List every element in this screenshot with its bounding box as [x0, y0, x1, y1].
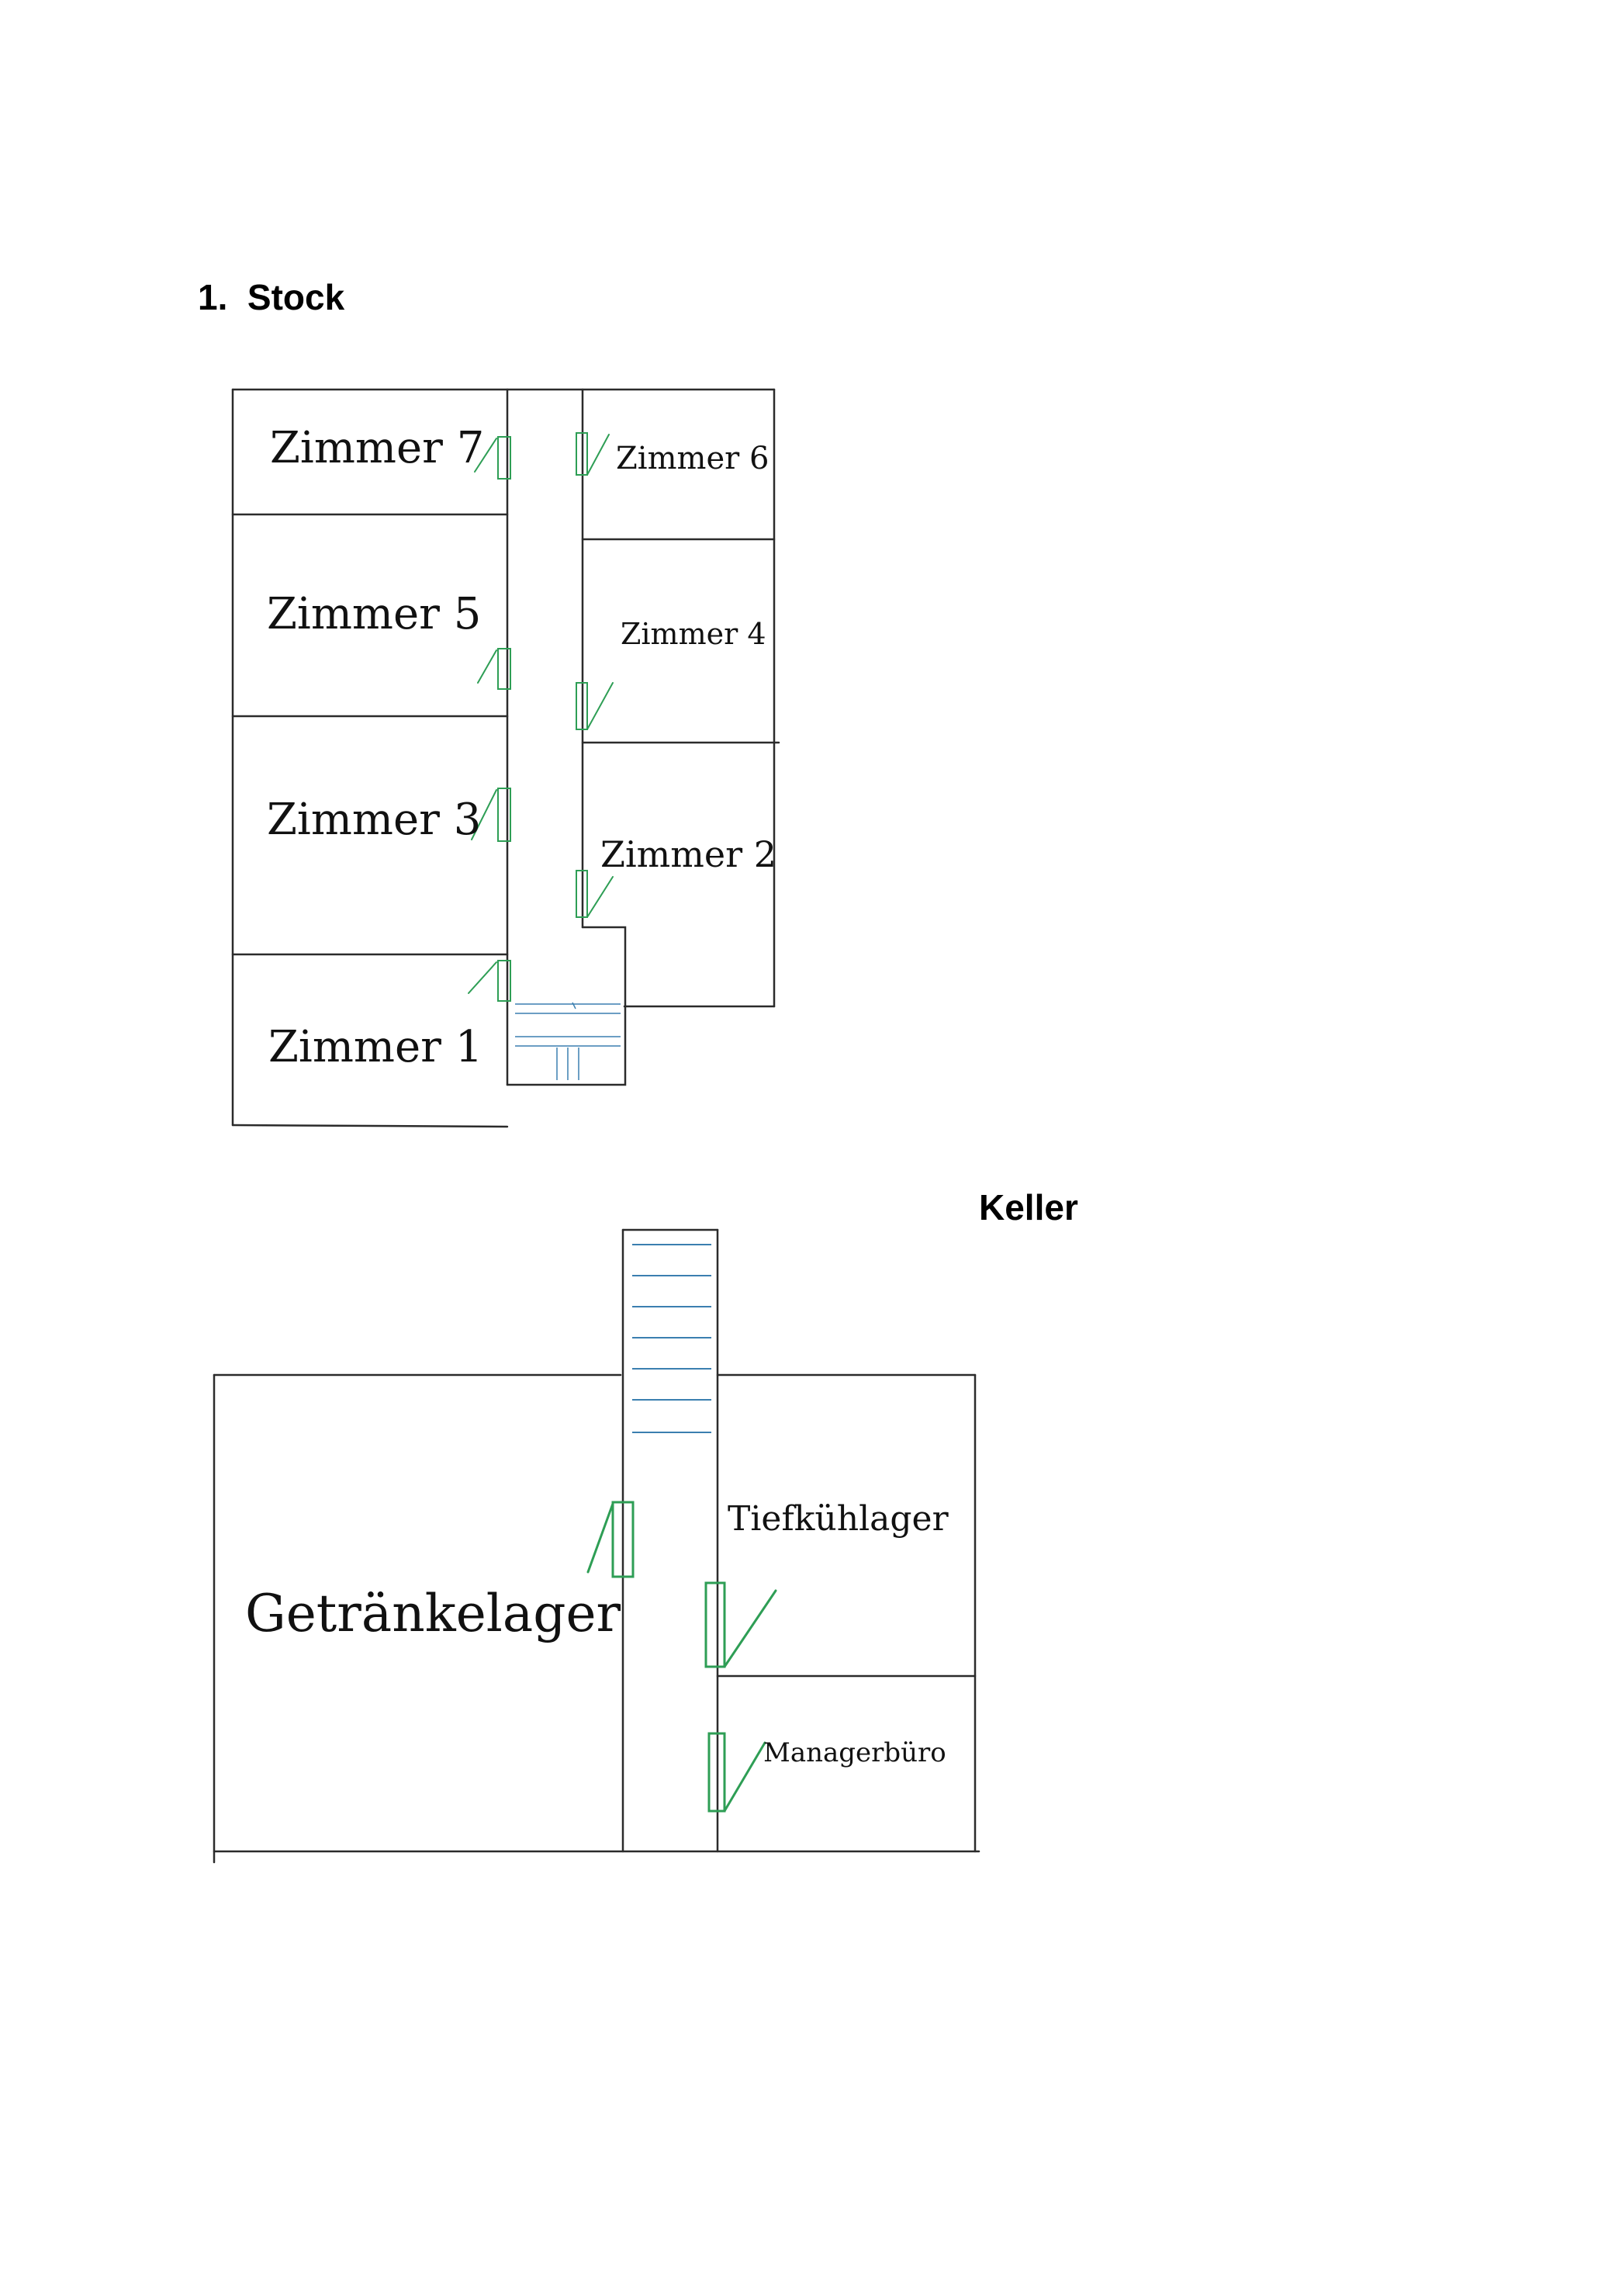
wall	[506, 926, 627, 1086]
door-icon	[704, 1581, 777, 1668]
upper-stair-icon	[515, 1002, 621, 1080]
basement-doors	[586, 1501, 777, 1813]
room-label-zimmer6: Zimmer 6	[616, 441, 769, 476]
room-label-zimmer3: Zimmer 3	[267, 795, 481, 845]
room-label-tiefkuehlager: Tiefkühlager	[728, 1499, 949, 1539]
door-icon	[471, 788, 511, 842]
room-label-zimmer5: Zimmer 5	[267, 589, 481, 639]
basement-room-labels: Getränkelager Tiefkühlager Managerbüro	[245, 1499, 949, 1768]
heading-upper-floor: 1. Stock	[198, 277, 345, 317]
basement-plan	[213, 1228, 980, 1864]
upper-room-labels: Zimmer 7 Zimmer 6 Zimmer 5 Zimmer 4 Zimm…	[267, 423, 776, 1072]
room-label-zimmer4: Zimmer 4	[621, 617, 766, 651]
door-icon	[576, 432, 610, 476]
door-icon	[576, 870, 614, 918]
door-icon	[586, 1501, 635, 1578]
heading-basement: Keller	[979, 1187, 1078, 1228]
room-label-managerbuero: Managerbüro	[763, 1737, 946, 1768]
upper-doors	[468, 432, 614, 1002]
room-label-zimmer2: Zimmer 2	[600, 833, 776, 875]
door-icon	[576, 682, 614, 730]
door-icon	[474, 436, 511, 480]
door-icon	[707, 1732, 766, 1813]
room-label-getraenkelager: Getränkelager	[245, 1584, 621, 1643]
room-label-zimmer1: Zimmer 1	[268, 1022, 482, 1072]
door-icon	[468, 960, 511, 1002]
basement-stair-icon	[632, 1244, 711, 1433]
room-label-zimmer7: Zimmer 7	[270, 423, 484, 473]
upper-floor-plan	[231, 388, 780, 1128]
wall	[231, 1124, 509, 1128]
door-icon	[477, 648, 511, 690]
